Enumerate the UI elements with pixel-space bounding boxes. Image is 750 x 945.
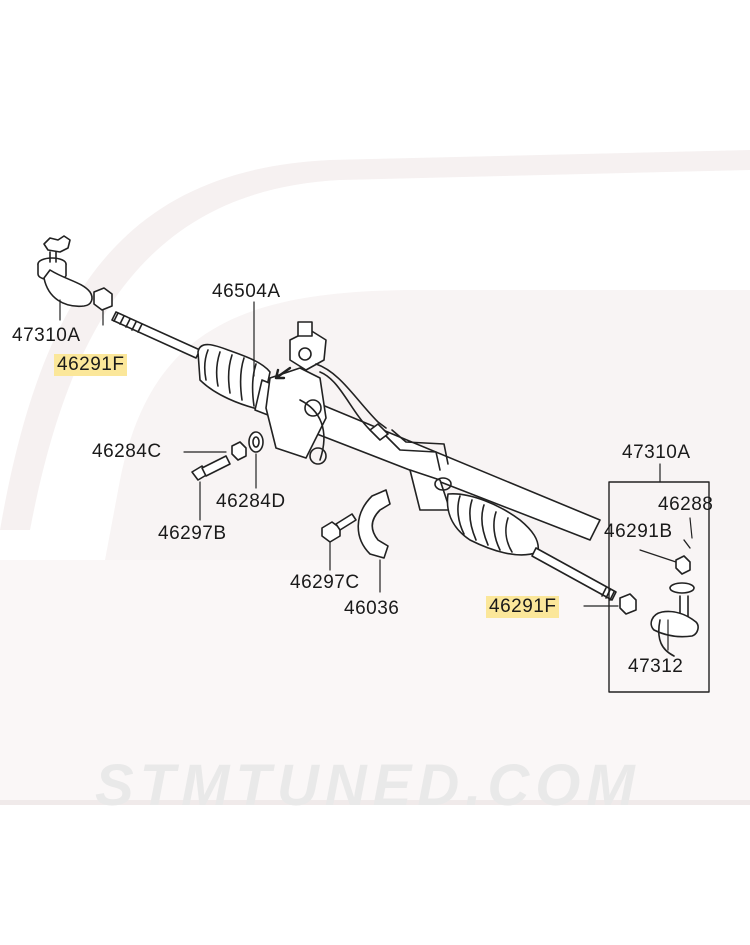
nut-46284c [231,441,247,461]
tie-rod-end-box [608,481,710,693]
right-tie-rod-end [639,517,699,657]
label-47312: 47312 [628,656,684,677]
right-boot [446,493,540,556]
label-46297b: 46297B [158,523,227,544]
bolt-46297c [321,513,357,571]
label-46288: 46288 [658,494,714,515]
right-nut [619,593,637,615]
left-nut [93,287,113,311]
rack-housing [254,321,601,541]
clamp-46036 [357,489,391,593]
right-tie-rod [531,547,617,601]
label-46284c: 46284C [92,441,162,462]
label-47310a-left: 47310A [12,325,81,346]
label-46297c: 46297C [290,572,360,593]
watermark-text: STMTUNED.COM [95,753,641,818]
left-tie-rod [111,311,201,359]
label-46291f-right: 46291F [486,596,560,618]
label-46284d: 46284D [216,491,286,512]
bolt-46297b [191,455,231,521]
left-tie-rod-end [37,235,93,307]
label-47310a-right: 47310A [622,442,691,463]
left-boot [197,343,271,411]
label-46036: 46036 [344,598,400,619]
washer-46284d [248,431,264,453]
label-46291b: 46291B [604,521,673,542]
label-46291f-left: 46291F [54,354,128,376]
label-46504a: 46504A [212,281,281,302]
